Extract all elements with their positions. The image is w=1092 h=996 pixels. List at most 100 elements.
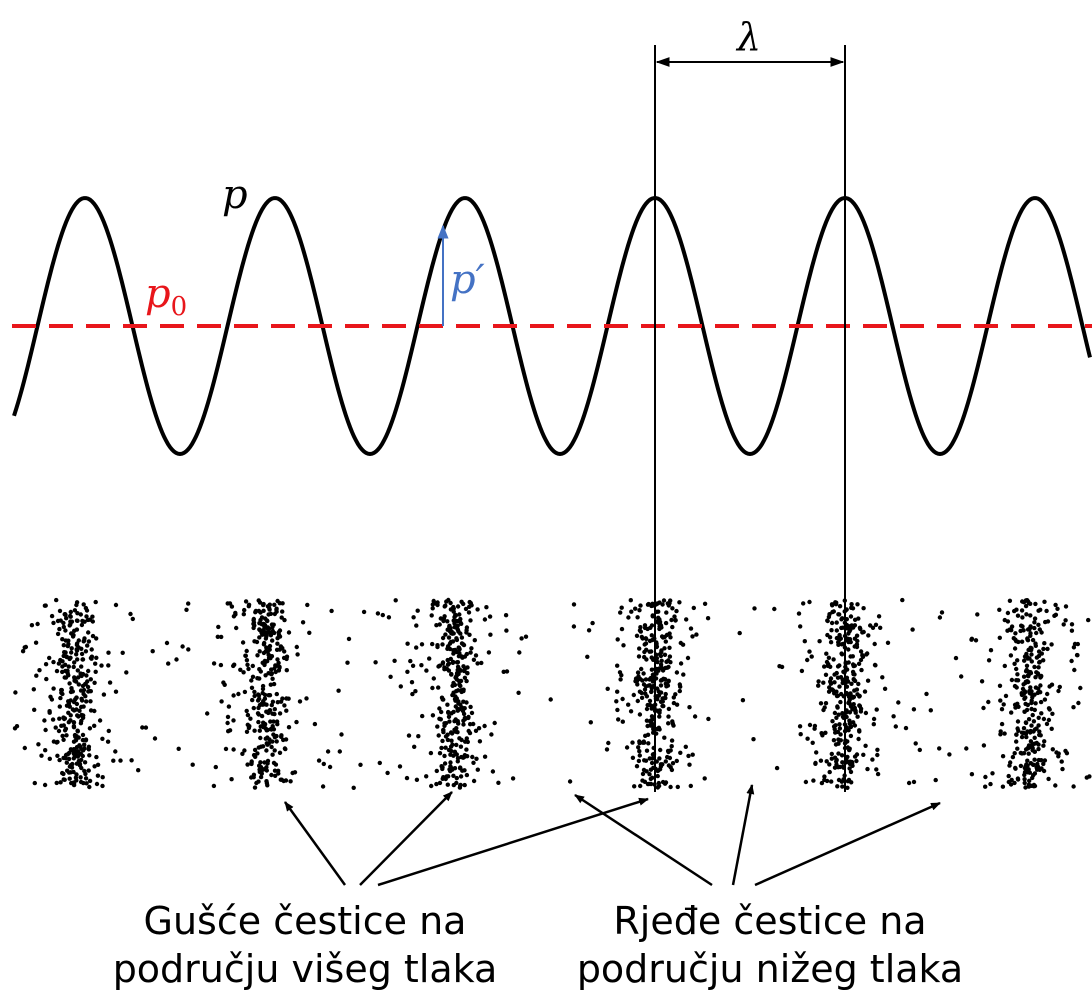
particle-dot	[475, 607, 480, 612]
particle-dot	[1039, 711, 1044, 716]
particle-dot	[31, 687, 36, 692]
particle-dot	[1012, 751, 1017, 756]
particle-dot	[325, 749, 331, 754]
particle-dot	[630, 740, 635, 745]
particle-dot	[468, 704, 473, 710]
particle-dot	[475, 767, 480, 772]
particle-dot	[70, 707, 76, 712]
particle-dot	[486, 650, 492, 655]
particle-dot	[637, 646, 642, 651]
particle-dot	[454, 660, 460, 665]
particle-dot	[43, 727, 48, 733]
particle-dot	[983, 774, 988, 780]
particle-dot	[240, 640, 246, 645]
particle-dot	[1049, 682, 1055, 687]
particle-dot	[567, 779, 573, 784]
particle-dot	[440, 661, 445, 666]
particle-dot	[1071, 784, 1076, 789]
particle-dot	[446, 714, 452, 719]
particle-dot	[836, 642, 841, 647]
particle-dot	[252, 747, 258, 753]
particle-dot	[300, 620, 306, 625]
particle-dot	[1037, 729, 1042, 734]
particle-dot	[93, 661, 98, 666]
particle-dot	[410, 663, 416, 668]
particle-dot	[83, 738, 89, 743]
particle-dot	[1072, 667, 1077, 673]
particle-dot	[232, 662, 237, 667]
particle-dot	[63, 638, 68, 643]
particle-dot	[272, 707, 277, 712]
particle-dot	[1019, 639, 1025, 644]
particle-dot	[999, 707, 1005, 712]
particle-dot	[850, 662, 856, 667]
particle-dot	[186, 601, 191, 606]
particle-dot	[845, 678, 850, 683]
particle-dot	[88, 699, 93, 704]
particle-dot	[636, 745, 641, 750]
particle-dot	[880, 675, 885, 680]
particle-dot	[856, 736, 861, 742]
particle-dot	[1022, 709, 1027, 714]
particle-dot	[1022, 777, 1027, 782]
particle-dot	[819, 731, 824, 736]
particle-dot	[176, 746, 181, 751]
particle-dot	[1020, 615, 1025, 620]
particle-dot	[986, 658, 992, 663]
particle-dot	[275, 598, 280, 604]
particle-dot	[76, 638, 82, 643]
particle-dot	[827, 762, 832, 767]
particle-dot	[1000, 754, 1006, 759]
particle-dot	[847, 721, 852, 726]
particle-dot	[87, 778, 93, 784]
particle-dot	[468, 618, 473, 623]
particle-dot	[516, 690, 521, 695]
particle-dot	[1057, 684, 1063, 690]
particle-dot	[873, 622, 879, 627]
particle-dot	[858, 649, 864, 654]
particle-dot	[1041, 768, 1047, 774]
particle-dot	[702, 776, 707, 781]
particle-dot	[259, 630, 264, 635]
particle-dot	[327, 764, 333, 770]
particle-dot	[1021, 674, 1027, 679]
particle-dot	[1042, 641, 1047, 646]
particle-dot	[461, 664, 466, 669]
particle-dot	[436, 685, 441, 690]
particle-dot	[424, 668, 429, 673]
particle-dot	[807, 599, 812, 605]
particle-dot	[1012, 780, 1017, 786]
particle-dot	[1031, 719, 1037, 724]
particle-dot	[435, 643, 440, 648]
particle-dot	[455, 604, 461, 609]
particle-dot	[673, 692, 678, 697]
particle-dot	[295, 652, 300, 657]
particle-dot	[431, 676, 436, 681]
particle-dot	[94, 754, 99, 760]
particle-dot	[95, 773, 101, 778]
particle-dot	[1030, 695, 1035, 700]
particle-dot	[643, 691, 648, 696]
particle-dot	[266, 693, 271, 698]
particle-dot	[856, 661, 862, 666]
particle-dot	[136, 768, 141, 773]
particle-dot	[79, 718, 84, 724]
particle-dot	[876, 614, 882, 619]
particle-dot	[1025, 654, 1030, 660]
particle-dot	[57, 608, 63, 614]
particle-dot	[83, 682, 88, 687]
particle-dot	[69, 631, 74, 636]
particle-dot	[255, 751, 260, 756]
particle-dot	[1041, 646, 1046, 652]
particle-dot	[463, 716, 468, 722]
particle-dot	[445, 737, 451, 743]
particle-dot	[1069, 628, 1075, 633]
particle-dot	[638, 783, 643, 789]
particle-dot	[463, 739, 468, 744]
particle-dot	[663, 691, 668, 697]
particle-dot	[79, 698, 85, 703]
particle-dot	[1053, 783, 1058, 788]
particle-dot	[479, 660, 484, 666]
particle-dot	[448, 730, 454, 735]
